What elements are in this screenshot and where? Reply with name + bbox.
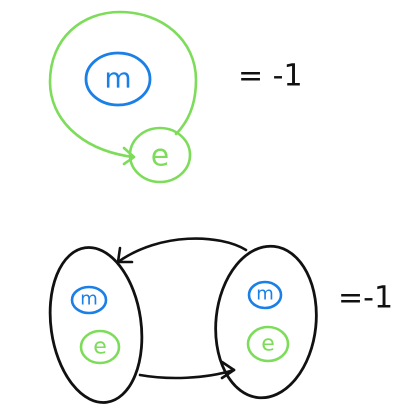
left-oval [48, 246, 144, 404]
right-muon-circle [247, 280, 283, 310]
electron-label: e [151, 139, 169, 174]
left-electron-label: e [93, 335, 107, 360]
right-oval [214, 244, 318, 400]
left-muon-label: m [80, 289, 98, 310]
right-electron-circle [246, 325, 290, 363]
electron-loop [48, 10, 198, 159]
left-muon-circle [70, 285, 108, 315]
top-arc [116, 237, 248, 264]
diagram-1: e m = -1 [48, 10, 303, 184]
electron-circle [128, 126, 192, 184]
right-electron-label: e [261, 332, 275, 357]
diagram-2: m e m e =-1 [48, 237, 393, 404]
diagram2-value: =-1 [338, 281, 393, 316]
bottom-connector [138, 368, 236, 380]
diagram1-value: = -1 [238, 59, 303, 94]
muon-label: m [104, 62, 131, 95]
loop-arrowhead [122, 146, 136, 166]
muon-circle [84, 51, 152, 107]
right-muon-label: m [256, 284, 274, 305]
left-electron-circle [79, 329, 121, 365]
